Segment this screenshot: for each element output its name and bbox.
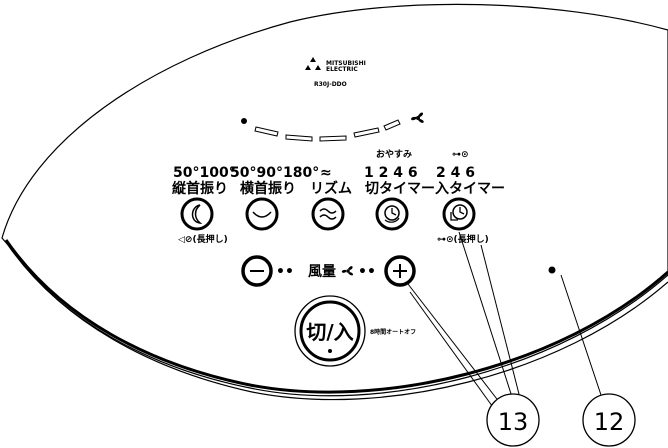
wind-left-dots: •• [276, 264, 294, 280]
indicator-bar [319, 135, 347, 142]
sleep-label: おやすみ [376, 149, 412, 160]
svg-text:MITSUBISHI: MITSUBISHI [326, 60, 366, 67]
key-icon-label: ⊶⊙ [452, 150, 469, 160]
sleep-clock-icon [384, 205, 400, 223]
auto-off-note: 8時間オートオフ [370, 328, 416, 336]
horizontal-angle-label: 50°90°180° [230, 165, 319, 181]
rhythm-label: リズム [310, 180, 352, 197]
off-timer-hours-label: 1 2 4 6 [364, 165, 418, 181]
button-labels: おやすみ ⊶⊙ 50°100° 50°90°180° ≈ 1 2 4 6 2 4… [172, 149, 505, 197]
vertical-angle-label: 50°100° [173, 165, 236, 181]
svg-text:ELECTRIC: ELECTRIC [326, 66, 358, 73]
panel-outline [1, 3, 668, 397]
rhythm-symbol-label: ≈ [320, 165, 332, 181]
rhythm-button[interactable] [311, 197, 345, 231]
on-timer-button[interactable] [442, 197, 476, 231]
swing-arc-icon [252, 211, 272, 218]
power-label: 切/入 [306, 320, 353, 344]
on-timer-hours-label: 2 4 6 [436, 165, 475, 181]
indicator-bar [254, 126, 279, 137]
on-timer-label: 入タイマー [435, 181, 505, 197]
off-timer-button[interactable] [375, 197, 409, 231]
indicator-bar [353, 127, 380, 138]
svg-text:R30J-DDO: R30J-DDO [314, 81, 347, 88]
brand-logo: MITSUBISHI ELECTRIC R30J-DDO [305, 57, 366, 88]
lock-long-press-label: ⊶⊙(長押し) [437, 233, 489, 245]
power-button[interactable]: 切/入 [294, 295, 366, 367]
off-timer-label: 切タイマー [365, 181, 435, 197]
vertical-swing-button[interactable] [180, 197, 214, 231]
svg-text:13: 13 [498, 408, 529, 436]
clock-icon [450, 204, 468, 221]
vertical-swing-label: 縦首振り [172, 180, 228, 197]
panel-rim-line [4, 239, 668, 394]
svg-text:12: 12 [594, 408, 625, 436]
power-indicator-dot [328, 349, 332, 353]
wind-minus-button[interactable] [241, 255, 273, 287]
wind-label: 風量 [308, 264, 336, 280]
fan-icon [411, 112, 424, 123]
moon-icon [191, 204, 203, 224]
wind-speed-indicator [241, 112, 424, 142]
leader-lines [407, 231, 603, 411]
indicator-bar [285, 134, 313, 142]
callout-12: 12 [582, 393, 636, 447]
callout-13: 13 [486, 393, 540, 447]
horizontal-swing-label: 横首振り [240, 180, 296, 197]
wave-icon [319, 208, 337, 220]
indicator-dot [241, 118, 247, 124]
mute-long-press-label: ◁⊘(長押し) [178, 233, 228, 245]
wind-plus-button[interactable] [384, 255, 416, 287]
indicator-bar [383, 119, 401, 131]
panel-rim-inner [9, 246, 668, 401]
wind-fan-icon [341, 266, 354, 276]
horizontal-swing-button[interactable] [245, 197, 279, 231]
sensor-dot [548, 266, 556, 274]
wind-right-dots: •• [358, 264, 376, 280]
